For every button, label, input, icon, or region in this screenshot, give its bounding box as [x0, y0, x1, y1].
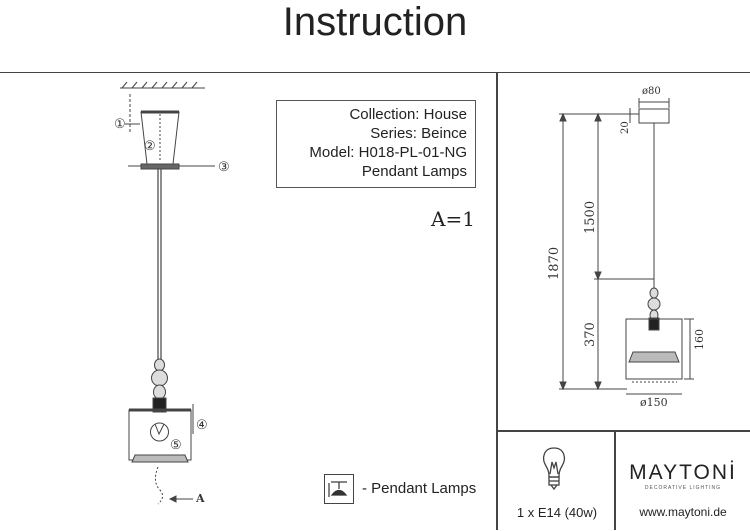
arrow-label: A: [195, 492, 205, 505]
instruction-frame: [0, 72, 750, 531]
footer-divider: [496, 430, 750, 432]
pendant-lamp-icon: [324, 474, 354, 504]
bulb-spec: 1 x E14 (40w): [516, 505, 598, 520]
callout-4: ④: [196, 418, 208, 433]
quantity-label: A=1: [431, 207, 475, 231]
website-link[interactable]: www.maytoni.de: [639, 505, 727, 519]
panel-divider: [496, 72, 498, 530]
product-info-box: Collection: House Series: Beince Model: …: [276, 100, 476, 188]
brand-tagline: DECORATIVE LIGHTING: [644, 485, 722, 491]
collection-label: Collection: House: [349, 106, 467, 123]
dim-canopy-height: 20: [620, 121, 631, 134]
callout-3: ③: [218, 160, 230, 175]
dim-lamp-section: 370: [583, 322, 598, 347]
dimension-drawing: ø80 20 1500 1870 370 160 ø150: [547, 86, 706, 409]
dim-total-height: 1870: [547, 247, 562, 280]
footer-split: [614, 430, 616, 530]
model-label: Model: H018-PL-01-NG: [309, 144, 467, 161]
series-label: Series: Beince: [370, 125, 467, 142]
bulb-icon: [543, 447, 565, 491]
legend-label: - Pendant Lamps: [362, 480, 477, 497]
callout-2: ②: [144, 139, 156, 154]
type-label: Pendant Lamps: [361, 163, 467, 180]
dim-cable-length: 1500: [583, 201, 598, 234]
dim-shade-diameter: ø150: [640, 396, 668, 409]
brand-logo: MAYTONİ: [629, 461, 737, 484]
callout-5: ⑤: [170, 438, 182, 453]
dim-canopy-diameter: ø80: [642, 86, 661, 97]
assembly-drawing: ① ② ③ ④ ⑤ A: [114, 81, 230, 505]
callout-1: ①: [114, 117, 126, 132]
dim-shade-height: 160: [693, 329, 706, 350]
page-title: Instruction: [282, 0, 468, 44]
